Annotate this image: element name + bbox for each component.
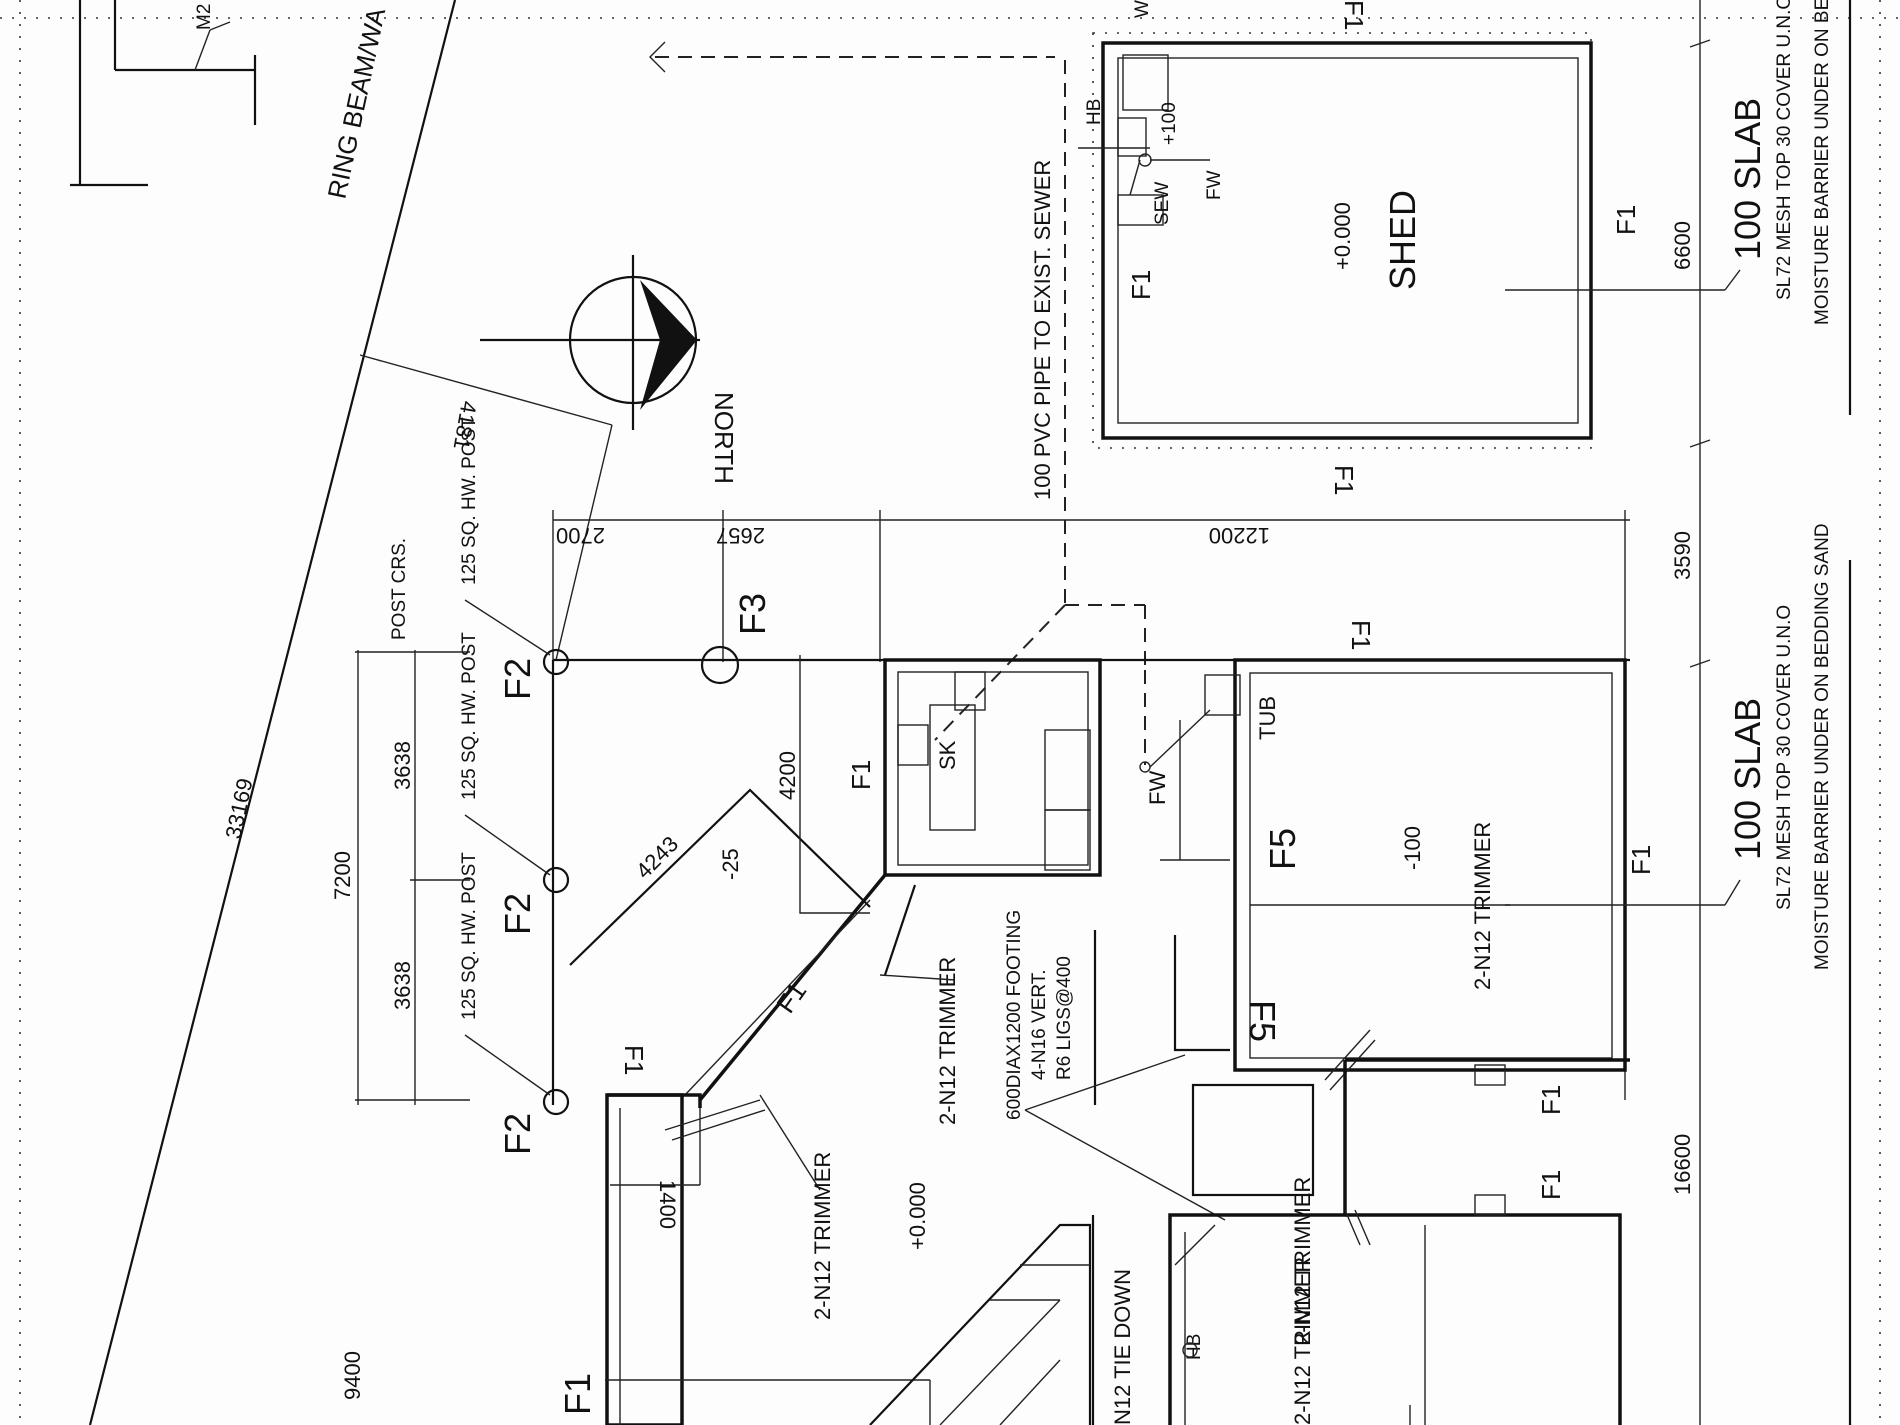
north-label: NORTH <box>709 392 739 484</box>
dim-3638-a: 3638 <box>390 741 415 790</box>
level-minus25: -25 <box>718 848 743 880</box>
dashed-arrow <box>649 41 1055 73</box>
post-c-label: 125 SQ. HW. POST <box>459 852 480 1020</box>
footing-f2-bottom: F2 <box>497 1113 538 1155</box>
footing-f1-lower-right-b: F1 <box>1536 1170 1566 1200</box>
fw-label: FW <box>1204 170 1225 200</box>
pvc-pipe: 100 PVC PIPE TO EXIST. SEWER <box>934 60 1146 741</box>
lower-right-rooms: HB 2-N12 TRIMMER 2-N12 TRIMMER F1 F1 <box>1168 1058 1630 1425</box>
footing-line2: 4-N16 VERT. <box>1029 969 1050 1080</box>
room-minus100: TUB FW F5 -100 F1 F1 F5 2-N12 TRIMMER <box>1139 620 1656 1091</box>
footing-f1-lower: F1 <box>557 1373 598 1415</box>
dim-12200: 12200 <box>1209 523 1270 548</box>
dim-16600: 16600 <box>1670 1134 1695 1195</box>
stair-area: N12 TIE DOWN <box>869 1215 1135 1425</box>
footing-f1-diag: F1 <box>770 976 812 1018</box>
post-b-label: 125 SQ. HW. POST <box>459 632 480 800</box>
kitchen-area: SK F1 <box>846 658 1102 877</box>
dim-3638-b: 3638 <box>390 961 415 1010</box>
dim-6600: 6600 <box>1670 221 1695 270</box>
dim-33169: 33169 <box>220 776 257 841</box>
top-dimensions: 2700 2657 12200 <box>552 510 1630 1100</box>
post-line: F3 F2 F2 F2 125 SQ. HW. POST 125 SQ. HW.… <box>330 417 1630 1155</box>
level-main: +0.000 <box>905 1182 930 1250</box>
boundary-line: RING BEAM/WA 33169 <box>88 0 457 1425</box>
dim-4200: 4200 <box>775 751 800 800</box>
dim-2657: 2657 <box>716 523 765 548</box>
dim-3590: 3590 <box>1670 531 1695 580</box>
hb2-label: HB <box>1184 1334 1205 1360</box>
pvc-pipe-label: 100 PVC PIPE TO EXIST. SEWER <box>1030 160 1055 500</box>
trimmer-b-label: 2-N12 TRIMMER <box>810 1152 835 1320</box>
lower-left-room: F1 1400 2-N12 TRIMMER +0.000 F1 9400 <box>340 1045 931 1425</box>
footing-f1-room: F1 <box>1626 845 1656 875</box>
post-a-label: 125 SQ. HW. POST <box>459 417 480 585</box>
detail-corner: M2 <box>70 0 257 187</box>
plus100-label: +100 <box>1159 102 1180 145</box>
shed-level: +0.000 <box>1330 202 1355 270</box>
fw2-label: FW <box>1145 771 1170 805</box>
post-crs-label: POST CRS. <box>389 538 410 640</box>
slab-note-top: 100 SLAB SL72 MESH TOP 30 COVER U.N.O MO… <box>1727 0 1833 325</box>
trimmer-e-label: 2-N12 TRIMMER <box>1290 1257 1315 1425</box>
footing-f1-shed-top: F1 <box>1339 0 1369 30</box>
right-dimensions: 6600 3590 16600 <box>1670 0 1852 1425</box>
dim-2700: 2700 <box>556 523 605 548</box>
footing-f1-shed-right: F1 <box>1611 205 1641 235</box>
m2-label: M2 <box>194 4 215 30</box>
wc-label: WC <box>1132 0 1153 18</box>
footing-f1-shed-bottom: F1 <box>1329 465 1359 495</box>
footing-note: 600DIAX1200 FOOTING 4-N16 VERT. R6 LIGS@… <box>1004 910 1226 1221</box>
footing-f1-kitchen: F1 <box>846 760 876 790</box>
slab-top-line2: MOISTURE BARRIER UNDER ON BEDDING <box>1812 0 1833 325</box>
footing-f1-lower-top: F1 <box>619 1045 649 1075</box>
trimmer-d-label: 2-N12 TRIMMER <box>1290 1177 1315 1345</box>
north-arrow: NORTH <box>480 255 739 484</box>
shed-label: SHED <box>1382 190 1423 290</box>
ring-beam-label: RING BEAM/WA <box>322 5 392 202</box>
footing-f2-top: F2 <box>497 658 538 700</box>
slab-mid-line2: MOISTURE BARRIER UNDER ON BEDDING SAND <box>1812 523 1833 970</box>
slab-top-title: 100 SLAB <box>1727 98 1768 260</box>
slab-mid-line1: SL72 MESH TOP 30 COVER U.N.O <box>1774 605 1795 910</box>
dim-1400: 1400 <box>655 1180 680 1229</box>
footing-f1-lower-right-a: F1 <box>1536 1085 1566 1115</box>
footing-line3: R6 LIGS@400 <box>1054 956 1075 1080</box>
footing-f3: F3 <box>732 593 773 635</box>
sk-label: SK <box>935 740 960 770</box>
slab-mid-title: 100 SLAB <box>1727 698 1768 860</box>
footing-f1-shed: F1 <box>1126 270 1156 300</box>
trimmer-a-label: 2-N12 TRIMMER <box>935 957 960 1125</box>
hb-label: HB <box>1084 99 1105 125</box>
tie-down-label: N12 TIE DOWN <box>1110 1269 1135 1425</box>
footing-f1-room-top: F1 <box>1346 620 1376 650</box>
footing-line1: 600DIAX1200 FOOTING <box>1004 910 1025 1120</box>
dim-9400: 9400 <box>340 1351 365 1400</box>
footing-f2-mid: F2 <box>497 893 538 935</box>
sew-label: SEW <box>1152 182 1173 225</box>
dim-4243: 4243 <box>631 831 683 883</box>
slab-top-line1: SL72 MESH TOP 30 COVER U.N.O <box>1774 0 1795 300</box>
slab-note-mid: 100 SLAB SL72 MESH TOP 30 COVER U.N.O MO… <box>1505 523 1833 970</box>
trimmer-c-label: 2-N12 TRIMMER <box>1470 822 1495 990</box>
level-minus100: -100 <box>1400 826 1425 870</box>
shed-slab: WC HB +100 SEW FW F1 +0.000 SHED F1 F1 F… <box>1078 0 1741 495</box>
tub-label: TUB <box>1255 696 1280 740</box>
dim-7200: 7200 <box>330 851 355 900</box>
footing-f5-corner: F5 <box>1242 1000 1283 1042</box>
footing-f5-room: F5 <box>1262 828 1303 870</box>
